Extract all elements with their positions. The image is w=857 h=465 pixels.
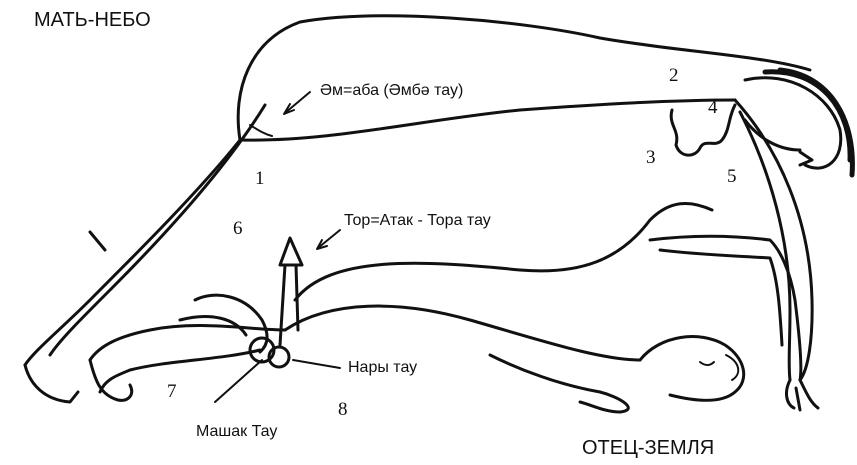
earth-father-nose: [726, 355, 738, 380]
sky-mother-breast: [671, 105, 735, 155]
sky-mother-title: МАТЬ-НЕБО: [34, 10, 151, 30]
angle-mark: [250, 125, 272, 136]
number-4: 4: [708, 98, 718, 117]
sky-mother-belly-line: [240, 100, 735, 140]
pointer-mashak: [215, 360, 262, 402]
earth-father-title: ОТЕЦ-ЗЕМЛЯ: [582, 438, 714, 458]
earth-father-eye: [700, 362, 714, 365]
number-7: 7: [167, 382, 177, 401]
phallus-tip: [280, 238, 302, 265]
sky-mother-hand: [787, 380, 818, 410]
caption-nary: Нары тау: [348, 360, 417, 376]
sky-mother-leg-outer: [25, 140, 240, 365]
phallus: [280, 265, 298, 345]
sky-mother-toe: [90, 232, 105, 250]
earth-father-back: [285, 306, 640, 360]
earth-father-arm-lower: [660, 250, 782, 345]
number-2: 2: [669, 66, 679, 85]
number-8: 8: [338, 400, 348, 419]
earth-father-leg: [90, 326, 285, 360]
sky-mother-body-outline: [238, 16, 810, 140]
caption-em-aba: Әм=аба (Әмбә тау): [320, 83, 463, 99]
pointer-nary: [293, 360, 340, 368]
number-3: 3: [646, 148, 656, 167]
earth-father-leg-lower: [100, 350, 260, 392]
arrow-em-aba: [285, 92, 310, 113]
number-6: 6: [233, 219, 243, 238]
caption-mashak: Машак Тау: [196, 424, 277, 440]
number-1: 1: [255, 169, 265, 188]
arrow-tor-atak: [318, 230, 340, 248]
sky-mother-foot: [25, 365, 78, 402]
earth-father-arm-front: [490, 355, 628, 412]
earth-father-head: [640, 337, 744, 401]
sky-mother-hair-2: [780, 70, 852, 175]
number-5: 5: [727, 167, 737, 186]
sky-mother-mouth: [800, 152, 812, 165]
caption-tor-atak: Тор=Атак - Тора тау: [344, 213, 491, 229]
